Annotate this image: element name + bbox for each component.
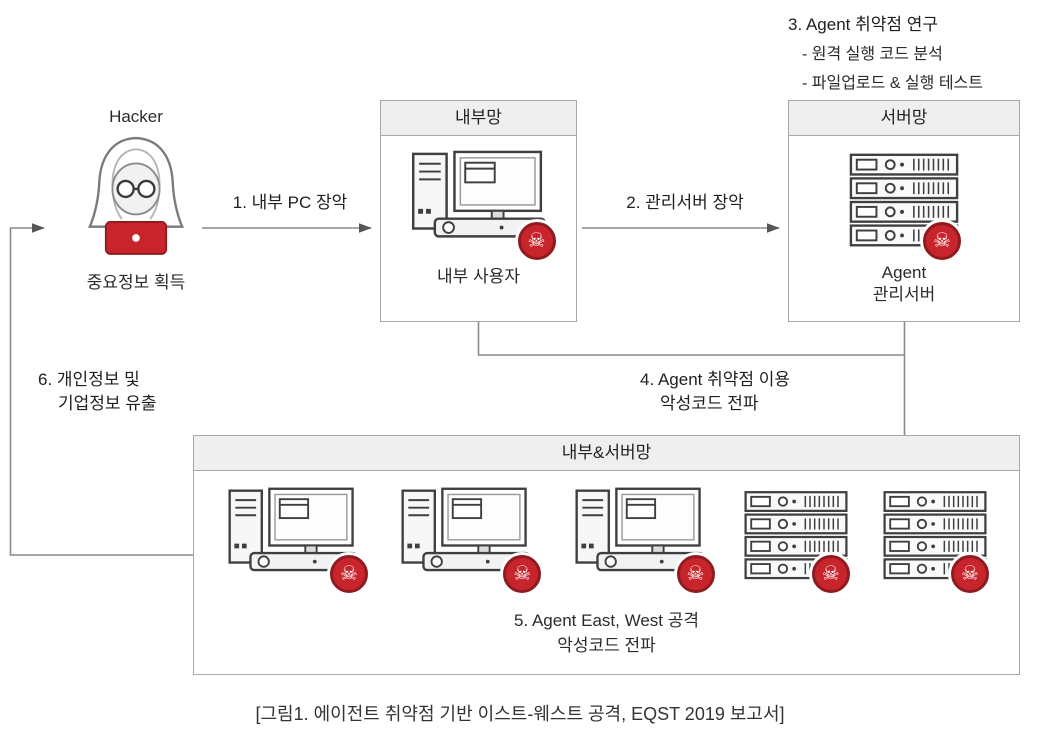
skull-icon: ☠ [933,230,951,252]
step5-line1: 5. Agent East, West 공격 [514,611,699,630]
step4-label: 4. Agent 취약점 이용 악성코드 전파 [640,368,790,416]
step5-line2: 악성코드 전파 [557,636,656,655]
skull-icon: ☠ [513,563,532,585]
skull-icon: ☠ [961,563,979,585]
pc-icon: ☠ [404,148,556,260]
server-icon: ☠ [845,152,963,260]
hacker-caption: 중요정보 획득 [86,273,186,292]
internal-network-box: 내부망 ☠ 내부 사용자 [380,100,577,322]
step6-line2: 기업정보 유출 [58,394,157,413]
skull-icon: ☠ [340,563,358,585]
skull-badge: ☠ [330,555,368,593]
step6-line1: 6. 개인정보 및 [38,370,140,389]
step3-item: - 원격 실행 코드 분석 [802,46,943,63]
skull-badge: ☠ [676,555,715,593]
step1-label: 1. 내부 PC 장악 [232,193,348,212]
skull-badge: ☠ [923,222,961,260]
combined-network-header: 내부&서버망 [194,436,1019,471]
skull-badge: ☠ [951,555,989,593]
server-caption-line1: Agent [881,263,927,282]
pc-icon: ☠ [567,485,715,593]
skull-badge: ☠ [811,555,850,593]
server-network-header: 서버망 [789,101,1019,136]
step3-item: - 파일업로드 & 실행 테스트 [802,75,983,92]
server-network-box: 서버망 ☠ Agent 관리서버 [788,100,1020,322]
skull-icon: ☠ [686,563,705,585]
step6-label: 6. 개인정보 및 기업정보 유출 [38,368,157,416]
pc-icon: ☠ [393,485,542,593]
internal-network-caption: 내부 사용자 [437,267,520,286]
internal-network-header: 내부망 [381,101,576,136]
server-icon: ☠ [740,489,852,593]
step3-title: 3. Agent 취약점 연구 [788,15,939,34]
skull-icon: ☠ [821,563,840,585]
pc-icon: ☠ [220,485,368,593]
skull-badge: ☠ [503,555,542,593]
skull-icon: ☠ [527,230,546,252]
skull-badge: ☠ [517,222,556,260]
hacker-title: Hacker [109,107,163,126]
server-caption-line2: 관리서버 [872,285,936,304]
step4-line1: 4. Agent 취약점 이용 [640,370,791,389]
infected-machines-row: ☠ ☠ ☠ ☠ ☠ [194,471,1019,593]
server-network-caption: Agent 관리서버 [789,262,1019,306]
step3-note: 3. Agent 취약점 연구 - 원격 실행 코드 분석 - 파일업로드 & … [788,10,1038,93]
step4-line2: 악성코드 전파 [660,394,759,413]
step5-label: 5. Agent East, West 공격 악성코드 전파 [194,608,1019,658]
combined-network-box: 내부&서버망 ☠ ☠ ☠ ☠ ☠ 5. Agen [193,435,1020,675]
step2-label: 2. 관리서버 장악 [626,193,744,212]
server-icon: ☠ [879,489,991,593]
hacker-icon [70,130,202,262]
figure-caption: [그림1. 에이전트 취약점 기반 이스트-웨스트 공격, EQST 2019 … [255,704,785,724]
